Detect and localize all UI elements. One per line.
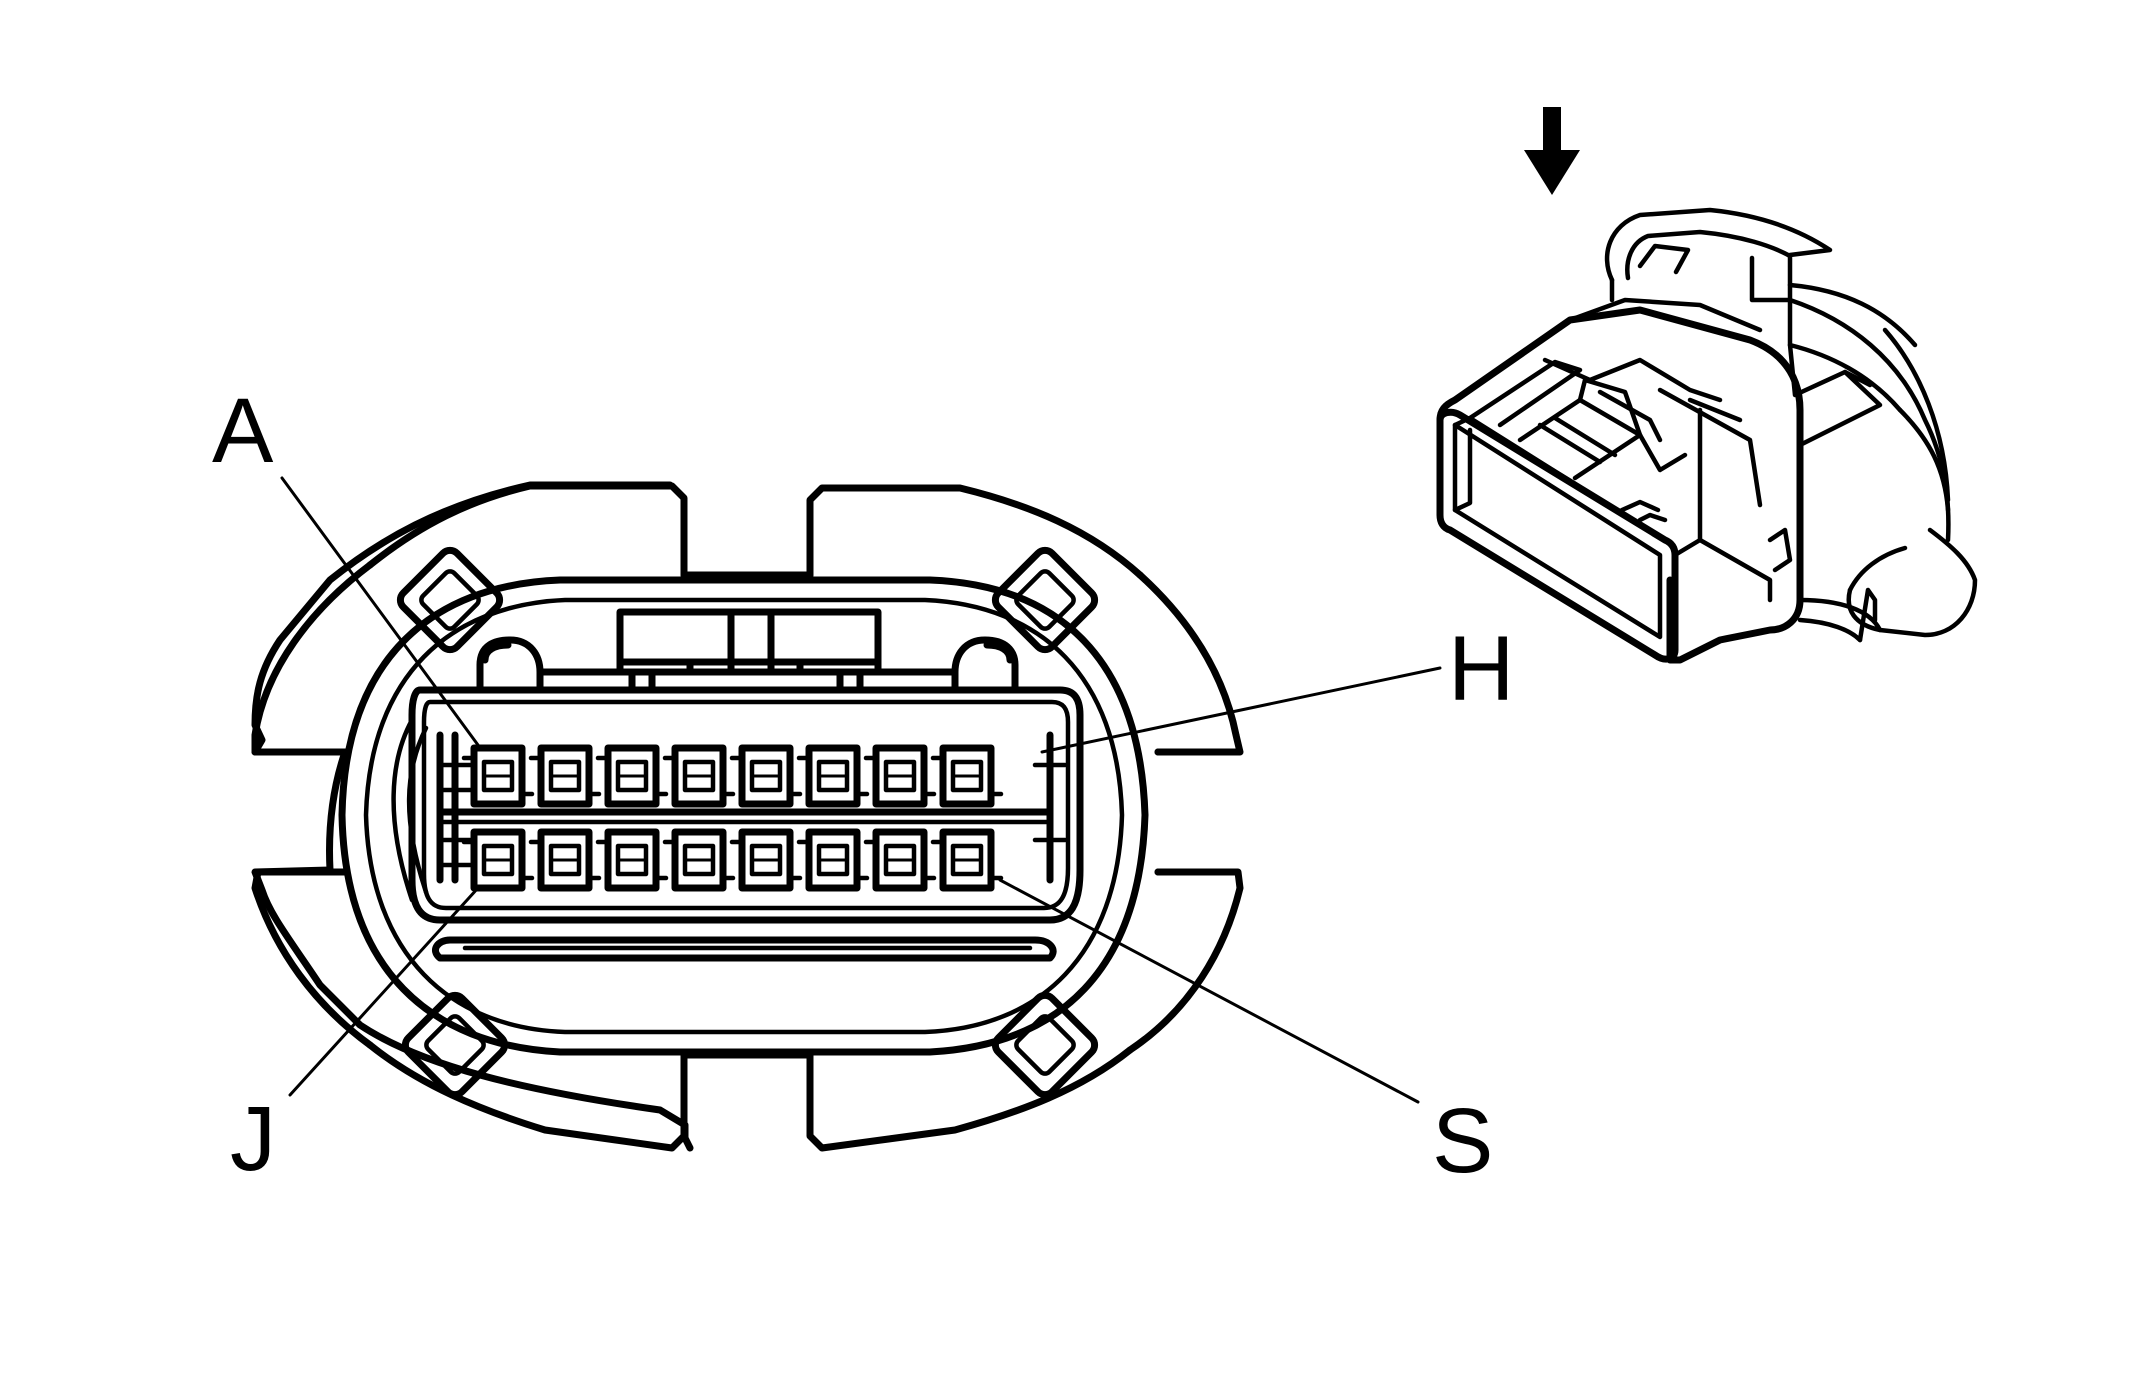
callout-label-a: A xyxy=(212,380,274,482)
shell-ear-right-lower xyxy=(1126,868,1244,1054)
side-ribs-right xyxy=(1032,731,1068,884)
hood-grooves xyxy=(1467,359,1583,428)
inner-housing-ring xyxy=(338,576,1149,1056)
callout-label-h: H xyxy=(1448,618,1514,720)
bottom-lip xyxy=(432,936,1057,962)
connector-isometric-view xyxy=(1436,107,1978,664)
down-arrow-icon xyxy=(1524,107,1580,195)
leader-line-j xyxy=(288,886,480,1097)
pin-terminal-a xyxy=(461,744,535,808)
pin-terminal-d xyxy=(662,744,736,808)
pin-terminal-j xyxy=(461,828,535,892)
pin-terminal-m xyxy=(662,828,736,892)
latch-clip-bottom-left xyxy=(401,991,509,1099)
shell-ear-left-lower xyxy=(251,868,374,1049)
pin-terminal-f xyxy=(796,744,870,808)
pin-terminal-p xyxy=(863,828,937,892)
latch-clip-top-right xyxy=(991,546,1099,654)
rear-collar xyxy=(1604,207,1951,543)
top-tab-left xyxy=(366,482,688,579)
connector-face-view xyxy=(251,481,1244,1152)
bottom-tab-left xyxy=(366,1041,688,1152)
pin-terminal-k xyxy=(528,828,602,892)
leader-line-h xyxy=(1040,666,1442,754)
front-face-outer xyxy=(1436,408,1679,663)
pin-terminal-n xyxy=(729,828,803,892)
pin-row-top xyxy=(461,744,1004,808)
callout-label-s: S xyxy=(1432,1090,1493,1192)
pin-row-bottom xyxy=(461,828,1004,892)
pin-terminal-o xyxy=(796,828,870,892)
pin-terminal-l xyxy=(595,828,669,892)
shell-ear-left-upper xyxy=(251,561,374,756)
latch-clip-top-left xyxy=(396,546,504,654)
latch-clip-bottom-right xyxy=(991,991,1099,1099)
pin-terminal-e xyxy=(729,744,803,808)
terminal-cavity-frame xyxy=(408,686,1084,924)
keyway-housing xyxy=(476,636,544,694)
pin-terminal-h xyxy=(930,744,1004,808)
main-body xyxy=(1436,306,1804,664)
connector-outer-shell xyxy=(251,481,694,1152)
pin-terminal-g xyxy=(863,744,937,808)
polarization-key xyxy=(616,608,882,694)
top-tab-right xyxy=(806,484,1144,579)
pin-terminal-s xyxy=(930,828,1004,892)
pin-terminal-b xyxy=(528,744,602,808)
leader-lines xyxy=(280,476,1442,1104)
leader-line-a xyxy=(280,476,480,747)
callout-label-j: J xyxy=(230,1088,276,1190)
shell-ear-right-upper xyxy=(1136,571,1244,756)
bottom-tab-right xyxy=(806,1046,1134,1152)
lower-latch xyxy=(1846,527,1978,638)
pin-terminal-c xyxy=(595,744,669,808)
leader-line-s xyxy=(998,878,1420,1104)
inner-seal-ring xyxy=(363,597,1125,1035)
side-ribs-left xyxy=(391,717,473,903)
